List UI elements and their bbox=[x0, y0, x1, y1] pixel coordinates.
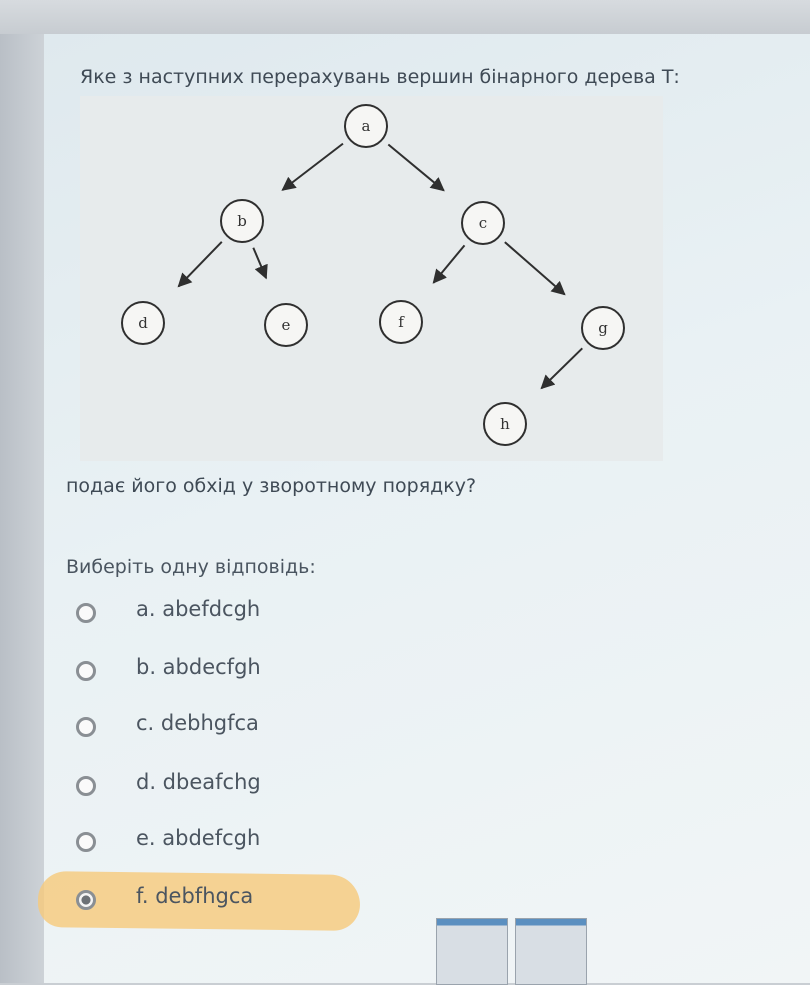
tree-node-label: c bbox=[479, 214, 487, 232]
question-title: Яке з наступних перерахувань вершин біна… bbox=[80, 66, 680, 88]
tree-edge-b-e bbox=[252, 247, 268, 280]
tree-nodes: a b c d e f g h bbox=[121, 104, 625, 446]
tree-node-f: f bbox=[379, 300, 423, 344]
answer-label: d. dbeafchg bbox=[136, 770, 261, 794]
answer-option-e[interactable]: e. abdefcgh bbox=[68, 826, 468, 860]
tree-node-e: e bbox=[264, 303, 308, 347]
left-edge bbox=[0, 34, 44, 983]
radio-button[interactable] bbox=[76, 776, 96, 796]
tree-edge-a-b bbox=[281, 142, 344, 191]
taskbar-thumbnail[interactable] bbox=[436, 918, 508, 985]
answer-option-d[interactable]: d. dbeafchg bbox=[68, 770, 468, 804]
answer-option-a[interactable]: a. abefdcgh bbox=[68, 597, 468, 631]
answer-label: c. debhgfca bbox=[136, 711, 259, 735]
answer-label: f. debfhgca bbox=[136, 884, 254, 908]
radio-button[interactable] bbox=[76, 832, 96, 852]
radio-button[interactable] bbox=[76, 661, 96, 681]
tree-node-a: a bbox=[344, 104, 388, 148]
tree-edges bbox=[177, 142, 583, 390]
answer-option-b[interactable]: b. abdecfgh bbox=[68, 655, 468, 689]
tree-node-b: b bbox=[220, 199, 264, 243]
radio-button[interactable] bbox=[76, 890, 96, 910]
tree-node-d: d bbox=[121, 301, 165, 345]
answer-option-f[interactable]: f. debfhgca bbox=[68, 884, 468, 918]
answer-label: a. abefdcgh bbox=[136, 597, 261, 621]
answer-option-c[interactable]: c. debhgfca bbox=[68, 711, 468, 745]
tree-node-g: g bbox=[581, 306, 625, 350]
radio-button[interactable] bbox=[76, 717, 96, 737]
answer-prompt: Виберіть одну відповідь: bbox=[66, 556, 316, 578]
tree-edge-g-h bbox=[540, 347, 583, 390]
question-subtitle: подає його обхід у зворотному порядку? bbox=[66, 475, 477, 497]
answer-label: b. abdecfgh bbox=[136, 655, 261, 679]
tree-node-label: d bbox=[138, 314, 148, 332]
tree-node-label: h bbox=[500, 415, 510, 433]
tree-figure: a b c d e f g h bbox=[80, 96, 663, 461]
tree-edge-a-c bbox=[387, 143, 445, 192]
radio-button[interactable] bbox=[76, 603, 96, 623]
tree-node-label: a bbox=[362, 117, 371, 135]
tree-edge-c-g bbox=[504, 241, 566, 296]
top-bar bbox=[0, 0, 810, 34]
tree-edge-b-d bbox=[177, 241, 223, 288]
taskbar-thumbnail[interactable] bbox=[515, 918, 587, 985]
tree-node-label: e bbox=[282, 316, 291, 334]
binary-tree-diagram: a b c d e f g h bbox=[121, 104, 625, 446]
tree-node-c: c bbox=[461, 201, 505, 245]
tree-node-label: g bbox=[598, 319, 608, 337]
tree-node-label: f bbox=[398, 313, 405, 331]
answer-label: e. abdefcgh bbox=[136, 826, 261, 850]
tree-edge-c-f bbox=[432, 244, 466, 284]
tree-node-h: h bbox=[483, 402, 527, 446]
tree-node-label: b bbox=[237, 212, 247, 230]
